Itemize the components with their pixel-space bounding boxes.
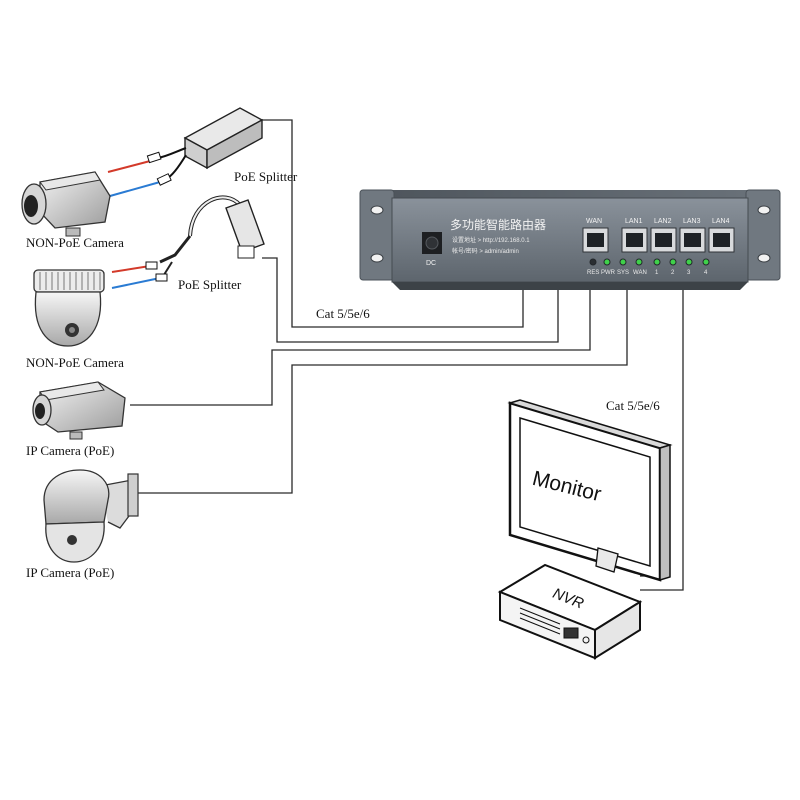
led-pwr bbox=[603, 258, 611, 266]
led-label: 3 bbox=[687, 270, 691, 276]
rj45-socket bbox=[713, 233, 730, 247]
router-ear-hole bbox=[370, 205, 384, 215]
splitter2-rj45 bbox=[237, 245, 255, 259]
nvr-side bbox=[594, 600, 641, 660]
camera1-label: NON-PoE Camera bbox=[26, 235, 124, 250]
router-ports: WAN LAN1 LAN2 LAN3 LAN4 bbox=[582, 218, 735, 253]
led-label: 4 bbox=[704, 270, 708, 276]
ip-camera-poe-1: IP Camera (PoE) bbox=[26, 381, 126, 458]
router-ear-hole bbox=[370, 253, 384, 263]
led-3 bbox=[685, 258, 693, 266]
led-label: PWR bbox=[601, 270, 616, 276]
router-account: 帐号/密码 > admin/admin bbox=[452, 247, 519, 255]
port-label-lan2: LAN2 bbox=[654, 218, 672, 225]
cable-cam3-lan2 bbox=[130, 282, 591, 406]
camera1-top bbox=[39, 171, 101, 191]
led-res bbox=[589, 258, 597, 266]
cable-router-nvr bbox=[640, 282, 684, 591]
dc-jack-hole bbox=[425, 236, 439, 250]
camera2-fins bbox=[39, 272, 101, 290]
cable-splitter2-lan1 bbox=[262, 257, 559, 343]
port-label-wan: WAN bbox=[586, 218, 602, 225]
router-title: 多功能智能路由器 bbox=[450, 217, 546, 232]
splitter2-connector bbox=[155, 273, 168, 282]
nvr: NVR bbox=[497, 563, 643, 660]
camera1-mount bbox=[65, 227, 81, 237]
cable-cam4-lan3 bbox=[135, 282, 628, 494]
camera4-housing bbox=[43, 469, 110, 525]
splitter-connector bbox=[156, 173, 172, 186]
splitter2-wire-blue bbox=[111, 277, 161, 289]
rj45-socket bbox=[684, 233, 701, 247]
rj45-socket bbox=[655, 233, 672, 247]
port-label-lan3: LAN3 bbox=[683, 218, 701, 225]
router-ear-hole bbox=[757, 253, 771, 263]
cable-label-left: Cat 5/5e/6 bbox=[316, 306, 370, 321]
led-1 bbox=[653, 258, 661, 266]
camera3-lens bbox=[35, 403, 45, 419]
router-ear-right bbox=[745, 189, 781, 281]
nvr-front-details bbox=[519, 607, 590, 644]
camera4-lens bbox=[67, 535, 77, 545]
router: DC 多功能智能路由器 设置地址 > http://192.168.0.1 帐号… bbox=[359, 189, 781, 290]
led-wan bbox=[635, 258, 643, 266]
splitter2-wire-red bbox=[111, 265, 151, 273]
cable-label-right: Cat 5/5e/6 bbox=[606, 398, 660, 413]
monitor-screen bbox=[519, 416, 651, 568]
router-ear-left bbox=[359, 189, 395, 281]
camera4-label: IP Camera (PoE) bbox=[26, 565, 114, 580]
splitter-box-side bbox=[206, 118, 263, 170]
router-address: 设置地址 > http://192.168.0.1 bbox=[452, 236, 530, 244]
rj45-socket bbox=[587, 233, 604, 247]
cable-splitter1-wan bbox=[258, 119, 524, 328]
led-2 bbox=[669, 258, 677, 266]
camera3-label: IP Camera (PoE) bbox=[26, 443, 114, 458]
ip-camera-poe-2: IP Camera (PoE) bbox=[26, 469, 139, 580]
port-label-lan1: LAN1 bbox=[625, 218, 643, 225]
dc-label: DC bbox=[426, 260, 436, 267]
splitter2-head bbox=[225, 199, 265, 253]
splitter-wire-red bbox=[157, 147, 187, 159]
splitter-wire-red2 bbox=[107, 159, 155, 173]
non-poe-camera-1: NON-PoE Camera bbox=[21, 171, 124, 250]
led-label: 2 bbox=[671, 270, 675, 276]
camera1-lens bbox=[24, 195, 38, 217]
led-label: RES bbox=[587, 270, 599, 276]
splitter2-connector bbox=[145, 261, 158, 270]
led-sys bbox=[619, 258, 627, 266]
camera3-mount bbox=[69, 431, 83, 440]
rj45-socket bbox=[626, 233, 643, 247]
monitor: Monitor bbox=[507, 399, 673, 582]
monitor-stand bbox=[595, 547, 619, 573]
poe-splitter-box: PoE Splitter bbox=[107, 107, 298, 197]
poe-splitter-cable: PoE Splitter bbox=[111, 195, 265, 292]
router-ear-hole bbox=[757, 205, 771, 215]
led-4 bbox=[702, 258, 710, 266]
monitor-side-right bbox=[659, 443, 671, 582]
led-label: 1 bbox=[655, 270, 659, 276]
splitter-wire-blue2 bbox=[109, 181, 161, 197]
camera2-label: NON-PoE Camera bbox=[26, 355, 124, 370]
non-poe-camera-2: NON-PoE Camera bbox=[26, 269, 124, 370]
camera2-dome bbox=[34, 291, 102, 347]
splitter2-lead bbox=[159, 235, 192, 264]
led-label: WAN bbox=[633, 270, 647, 276]
port-label-lan4: LAN4 bbox=[712, 218, 730, 225]
splitter2-label: PoE Splitter bbox=[178, 277, 242, 292]
router-bottom-shadow bbox=[392, 282, 748, 290]
splitter-connector bbox=[146, 151, 162, 164]
camera4-wall-plate bbox=[127, 473, 139, 517]
router-top-face bbox=[368, 190, 772, 199]
led-label: SYS bbox=[617, 270, 629, 276]
splitter2-loop-inner bbox=[189, 196, 241, 237]
camera2-lens-inner bbox=[69, 327, 75, 333]
splitter1-label: PoE Splitter bbox=[234, 169, 298, 184]
